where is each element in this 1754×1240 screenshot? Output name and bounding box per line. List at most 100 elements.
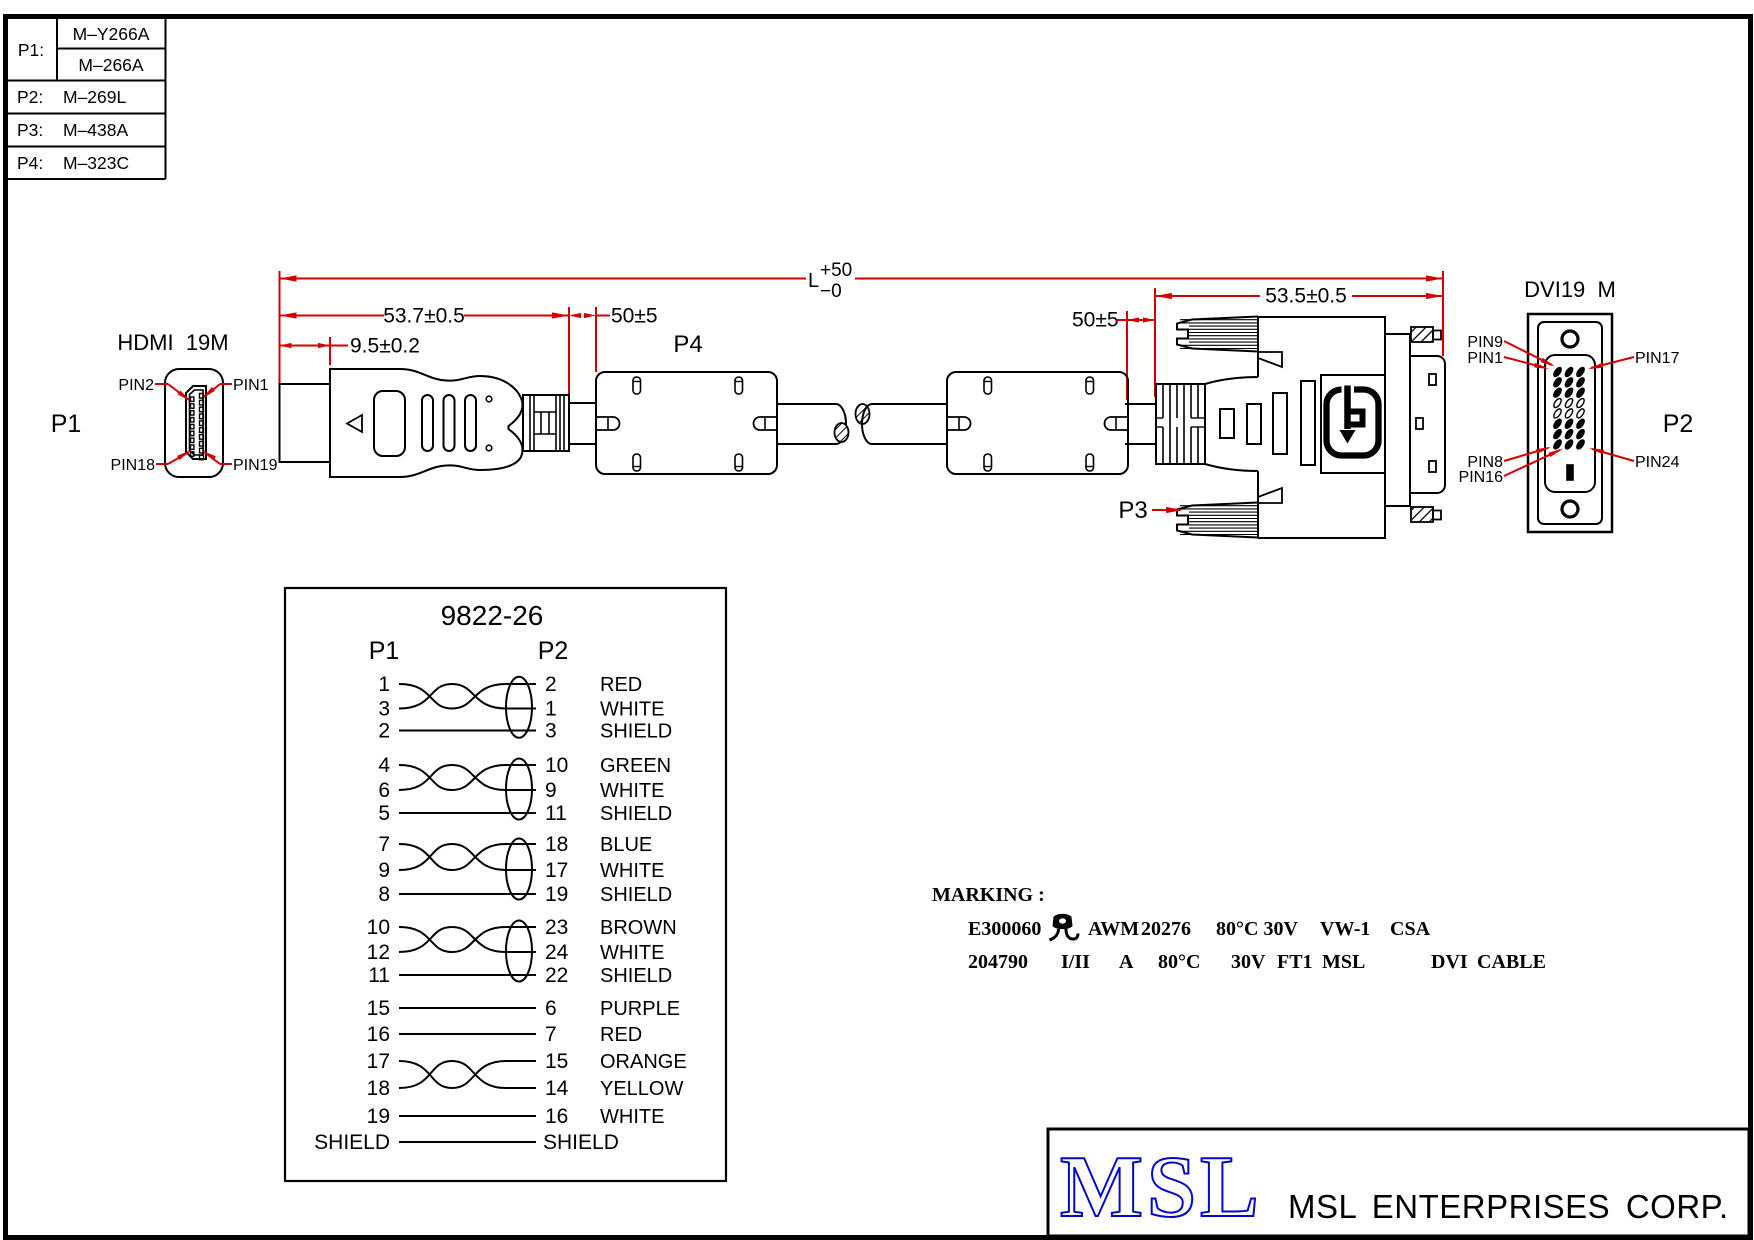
svg-text:7: 7 — [545, 1023, 557, 1046]
svg-text:10: 10 — [545, 754, 568, 777]
svg-text:22: 22 — [545, 964, 568, 987]
svg-text:L: L — [808, 270, 819, 292]
svg-text:SHIELD: SHIELD — [600, 965, 672, 987]
svg-text:18: 18 — [367, 1077, 390, 1100]
svg-text:P4: P4 — [673, 331, 702, 358]
svg-text:P1: P1 — [51, 410, 82, 438]
svg-text:P1:: P1: — [18, 40, 44, 60]
svg-text:PURPLE: PURPLE — [600, 998, 680, 1020]
svg-text:1: 1 — [378, 673, 390, 696]
svg-text:P2: P2 — [1663, 410, 1694, 438]
svg-text:DVI: DVI — [1431, 951, 1468, 973]
svg-text:VW-1: VW-1 — [1320, 918, 1370, 940]
svg-text:RED: RED — [600, 674, 642, 696]
svg-text:CSA: CSA — [1390, 918, 1431, 940]
svg-text:M–438A: M–438A — [63, 120, 129, 140]
svg-text:80°C 30V: 80°C 30V — [1216, 918, 1298, 940]
svg-text:23: 23 — [545, 916, 568, 939]
svg-text:15: 15 — [545, 1050, 568, 1073]
svg-text:P3:: P3: — [17, 120, 43, 140]
svg-text:−0: −0 — [820, 281, 842, 302]
svg-text:+50: +50 — [820, 260, 852, 281]
svg-text:19: 19 — [367, 1105, 390, 1128]
svg-text:19: 19 — [545, 883, 568, 906]
svg-text:P2:: P2: — [17, 87, 43, 107]
svg-text:AWM: AWM — [1088, 918, 1139, 940]
svg-text:PIN1: PIN1 — [1467, 350, 1503, 367]
svg-text:PIN9: PIN9 — [1467, 334, 1503, 351]
svg-text:10: 10 — [367, 916, 390, 939]
svg-text:17: 17 — [367, 1050, 390, 1073]
svg-text:PIN8: PIN8 — [1467, 454, 1503, 471]
svg-text:P3: P3 — [1118, 497, 1147, 524]
svg-text:2: 2 — [378, 720, 390, 743]
svg-text:I/II: I/II — [1061, 951, 1090, 973]
svg-text:FT1: FT1 — [1277, 951, 1313, 973]
svg-text:6: 6 — [378, 779, 390, 802]
svg-text:4: 4 — [378, 754, 390, 777]
svg-text:14: 14 — [545, 1077, 569, 1100]
svg-text:A: A — [1119, 951, 1134, 973]
svg-text:18: 18 — [545, 833, 568, 856]
svg-text:WHITE: WHITE — [600, 942, 664, 964]
svg-text:53.7±0.5: 53.7±0.5 — [383, 305, 465, 328]
svg-text:MARKING :: MARKING : — [932, 884, 1045, 906]
svg-text:M–269L: M–269L — [63, 87, 127, 107]
svg-text:24: 24 — [545, 941, 569, 964]
svg-text:7: 7 — [378, 833, 390, 856]
svg-text:YELLOW: YELLOW — [600, 1078, 683, 1100]
svg-text:80°C: 80°C — [1158, 951, 1200, 973]
svg-text:5: 5 — [378, 802, 390, 825]
svg-text:PIN19: PIN19 — [233, 457, 278, 474]
svg-text:SHIELD: SHIELD — [543, 1131, 619, 1154]
svg-text:GREEN: GREEN — [600, 755, 671, 777]
svg-text:2: 2 — [545, 673, 557, 696]
svg-text:WHITE: WHITE — [600, 1106, 664, 1128]
svg-text:9.5±0.2: 9.5±0.2 — [350, 335, 420, 358]
svg-text:BROWN: BROWN — [600, 917, 677, 939]
svg-text:12: 12 — [367, 941, 390, 964]
svg-text:P4:: P4: — [17, 153, 43, 173]
svg-text:1: 1 — [545, 698, 557, 721]
svg-text:3: 3 — [378, 698, 390, 721]
svg-text:PIN2: PIN2 — [118, 377, 154, 394]
svg-text:WHITE: WHITE — [600, 780, 664, 802]
svg-text:PIN16: PIN16 — [1459, 469, 1504, 486]
svg-text:SHIELD: SHIELD — [600, 803, 672, 825]
svg-text:WHITE: WHITE — [600, 860, 664, 882]
svg-text:9822-26: 9822-26 — [441, 600, 544, 631]
svg-text:9: 9 — [378, 859, 390, 882]
svg-text:50±5: 50±5 — [611, 305, 658, 328]
svg-text:M–266A: M–266A — [78, 55, 144, 75]
svg-text:SHIELD: SHIELD — [314, 1131, 390, 1154]
svg-text:8: 8 — [378, 883, 390, 906]
svg-text:HDMI 19M: HDMI 19M — [117, 330, 228, 355]
svg-text:PIN1: PIN1 — [233, 377, 269, 394]
svg-text:9: 9 — [545, 779, 557, 802]
svg-text:M–Y266A: M–Y266A — [73, 24, 150, 44]
svg-text:PIN24: PIN24 — [1635, 454, 1680, 471]
svg-text:CABLE: CABLE — [1477, 951, 1546, 973]
svg-text:SHIELD: SHIELD — [600, 721, 672, 743]
svg-text:PIN17: PIN17 — [1635, 350, 1680, 367]
svg-text:53.5±0.5: 53.5±0.5 — [1265, 285, 1347, 308]
svg-text:P2: P2 — [538, 637, 569, 665]
svg-text:SHIELD: SHIELD — [600, 884, 672, 906]
svg-text:RED: RED — [600, 1024, 642, 1046]
svg-text:6: 6 — [545, 997, 557, 1020]
svg-text:ORANGE: ORANGE — [600, 1051, 687, 1073]
svg-text:20276: 20276 — [1141, 918, 1191, 940]
svg-text:MSL ENTERPRISES CORP.: MSL ENTERPRISES CORP. — [1288, 1188, 1729, 1225]
svg-text:M–323C: M–323C — [63, 153, 129, 173]
svg-text:3: 3 — [545, 720, 557, 743]
svg-text:BLUE: BLUE — [600, 834, 652, 856]
svg-text:15: 15 — [367, 997, 390, 1020]
svg-text:17: 17 — [545, 859, 568, 882]
svg-text:P1: P1 — [369, 637, 400, 665]
svg-text:E300060: E300060 — [968, 918, 1041, 940]
svg-text:WHITE: WHITE — [600, 699, 664, 721]
svg-text:16: 16 — [545, 1105, 568, 1128]
svg-text:MSL: MSL — [1322, 951, 1365, 973]
svg-text:11: 11 — [368, 964, 390, 987]
svg-text:MSL: MSL — [1060, 1139, 1263, 1236]
